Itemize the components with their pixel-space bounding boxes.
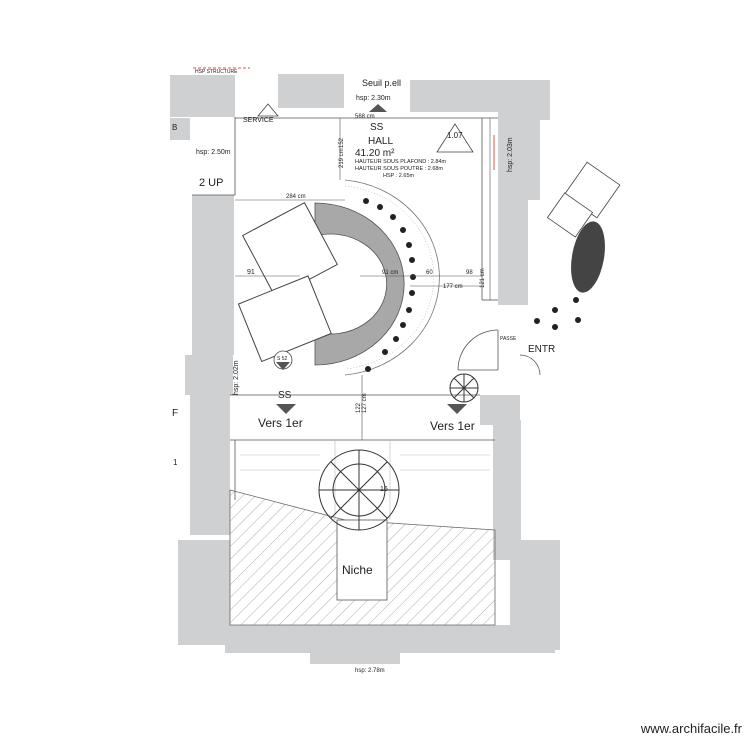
label-hsp-top: hsp: 2.30m [356, 95, 391, 102]
label-pass: PASSE [500, 336, 517, 342]
tree-icon [318, 373, 479, 531]
label-hsp-left-mid: hsp: 2.02m [233, 360, 240, 395]
room-ceiling-height: HAUTEUR SOUS PLAFOND : 2.84m [355, 159, 446, 165]
label-hsp-bottom: hsp: 2.78m [355, 668, 385, 674]
room-name: HALL [368, 136, 393, 147]
furniture-squares [237, 201, 339, 363]
room-hsp: HSP : 2.65m [383, 173, 414, 179]
label-1: 1 [173, 458, 178, 467]
niche-box [336, 519, 388, 601]
label-dim-177: 177 cm [443, 284, 463, 290]
arc-dots [363, 198, 581, 372]
label-dim-152: 152 [339, 137, 345, 148]
label-dim-284: 284 cm [286, 194, 306, 200]
label-service: SERVICE [243, 117, 274, 124]
entry-door [457, 329, 541, 376]
label-dim-98: 98 [466, 270, 473, 276]
label-b: B [172, 123, 177, 132]
label-top-note: HSP STRUCTURE [195, 69, 238, 75]
label-dim-127: 127 cm [362, 393, 368, 413]
room-id: 1.07 [447, 131, 463, 140]
label-up: 2 UP [199, 177, 223, 189]
label-dim-122: 122 [356, 402, 362, 413]
room-beam-height: HAUTEUR SOUS POUTRE : 2.68m [355, 166, 443, 172]
label-dim-91: 91 [247, 269, 255, 276]
label-dim-16: 16 [380, 486, 388, 493]
label-dim-121: 121 cm [480, 268, 486, 288]
label-dim-60: 60 [426, 270, 433, 276]
triangle-marker-icon [257, 103, 474, 153]
label-f: F [172, 408, 178, 419]
stair-arrow-icon [276, 104, 467, 414]
right-furniture [546, 161, 621, 293]
label-entry: ENTR [528, 344, 555, 355]
label-hsp-left-top: hsp: 2.50m [196, 149, 231, 156]
labels: HSP STRUCTURE Seuil p.ell hsp: 2.30m 568… [172, 69, 555, 674]
label-vers-right: Vers 1er [430, 419, 475, 433]
label-vers-left: Vers 1er [258, 416, 303, 430]
label-niche: Niche [342, 563, 373, 577]
spiral-stair [314, 179, 440, 376]
label-ss-left: SS [278, 390, 292, 401]
dimension-lines [235, 118, 491, 440]
room-outline [192, 117, 498, 500]
level-marker-icon [273, 350, 293, 370]
watermark: www.archifacile.fr [640, 721, 742, 736]
label-dim-219: 219 cm [339, 148, 345, 168]
label-seuil: Seuil p.ell [362, 78, 401, 88]
room-code: SS [370, 122, 384, 133]
label-dim-91cm: 91 cm [382, 270, 398, 276]
stair-red-marks [193, 67, 495, 170]
label-dim-568: 568 cm [355, 114, 375, 120]
walls [170, 74, 560, 664]
room-area: 41.20 m² [355, 148, 395, 159]
label-hsp-right-top: hsp: 2.03m [507, 137, 514, 172]
label-stair-id: S 52 [277, 356, 288, 362]
